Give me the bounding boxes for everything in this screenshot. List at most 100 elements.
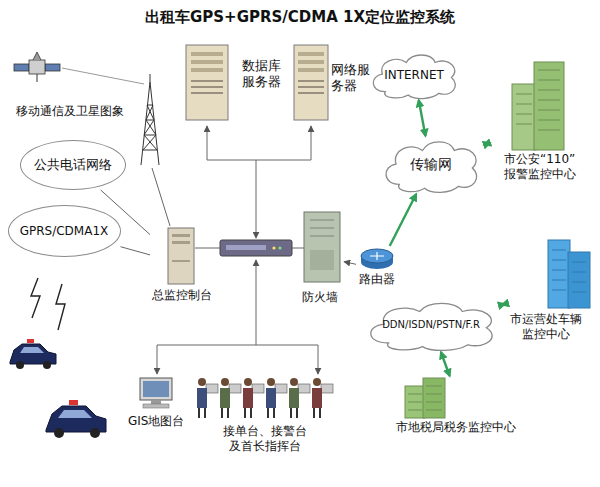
police-car	[16, 361, 24, 369]
network-cloud: 传输网	[378, 136, 484, 194]
illustration-part	[245, 408, 251, 418]
firewall-icon	[310, 236, 334, 237]
radio-signal	[31, 278, 65, 330]
server-icon	[298, 86, 324, 88]
radio-tower	[144, 120, 154, 135]
node-label: 防火墙	[302, 290, 338, 305]
illustration-part	[222, 408, 228, 418]
node-label: INTERNET	[384, 68, 444, 83]
node-label: GIS地图台	[128, 414, 184, 429]
radio-signal	[31, 278, 40, 318]
illustration-part	[252, 384, 264, 393]
operator-node: 接单台、接警台及首长指挥台	[190, 370, 340, 458]
node-label: 总监控制台	[152, 288, 212, 303]
building-icon	[512, 62, 564, 150]
server-icon	[191, 86, 223, 88]
illustration-part	[220, 378, 241, 418]
link-line	[121, 247, 151, 255]
server-node: 数据库服务器	[180, 40, 288, 128]
link-arrow	[441, 352, 450, 376]
illustration-part	[198, 378, 206, 386]
link-arrow	[484, 143, 490, 145]
police-car	[46, 400, 106, 438]
node-label: 接单台、接警台及首长指挥台	[221, 424, 309, 454]
bus-line	[195, 248, 220, 249]
firewall-node: 防火墙	[296, 206, 344, 307]
link-line	[344, 262, 356, 265]
illustration-part	[221, 378, 229, 386]
illustration-part	[243, 378, 264, 418]
monitor-icon	[143, 381, 169, 397]
radio-tower	[147, 105, 153, 106]
server-icon	[191, 92, 223, 94]
radio-tower	[144, 135, 156, 136]
router-icon	[361, 249, 393, 269]
illustration-part	[197, 378, 218, 418]
monitor-icon	[151, 400, 161, 404]
link-arrow	[419, 100, 426, 136]
radio-tower	[147, 105, 154, 120]
police-car	[20, 347, 44, 353]
illustration-part	[266, 388, 276, 408]
node-label: 市运营处车辆监控中心	[509, 312, 583, 342]
illustration-part	[268, 408, 274, 418]
bus-line	[157, 345, 158, 374]
console-icon	[168, 228, 194, 284]
node-label: 数据库服务器	[242, 58, 281, 91]
illustration-part	[206, 384, 218, 393]
illustration-part	[289, 378, 310, 418]
building-icon	[405, 378, 445, 418]
police-car	[90, 428, 100, 438]
router-icon	[361, 249, 393, 263]
building-icon	[568, 252, 590, 308]
monitor-icon	[140, 378, 172, 400]
node-label: 市公安“110”报警监控中心	[500, 152, 579, 182]
police-car	[69, 400, 78, 405]
radio-tower	[146, 120, 156, 135]
cloud-outline	[371, 303, 492, 350]
firewall-icon	[304, 212, 340, 282]
console-icon	[172, 241, 190, 244]
police-car	[58, 410, 92, 418]
radio-tower	[143, 135, 156, 150]
server-icon	[298, 52, 324, 56]
illustration-part	[313, 378, 321, 386]
server-icon	[298, 80, 324, 82]
console-node: 总监控制台	[150, 222, 215, 306]
server-icon	[191, 80, 223, 82]
illustration-part	[244, 378, 252, 386]
console-icon	[172, 260, 190, 262]
switch-icon	[220, 240, 292, 256]
radio-tower	[143, 150, 157, 151]
illustration-part	[197, 388, 207, 408]
server-icon	[298, 60, 324, 64]
building-icon	[534, 62, 564, 150]
node-label: GPRS/CDMA1X	[20, 224, 109, 239]
radio-tower	[144, 135, 157, 150]
illustration-part	[199, 408, 205, 418]
server-icon	[191, 60, 223, 64]
building-icon	[408, 386, 442, 410]
bus-line	[256, 260, 257, 345]
satellite-icon	[14, 64, 29, 71]
server-icon	[186, 45, 228, 120]
bus-line	[292, 248, 304, 249]
satellite-node: 移动通信及卫星图象	[8, 50, 138, 125]
radio-tower	[146, 105, 153, 120]
building-icon	[423, 378, 445, 418]
link-line	[62, 68, 144, 84]
police-car	[10, 344, 56, 364]
monitor-icon	[143, 404, 169, 408]
radio-tower	[150, 74, 151, 82]
illustration-part	[312, 378, 333, 418]
console-icon	[172, 234, 190, 237]
bus-line	[157, 126, 318, 374]
bus-line	[311, 126, 312, 160]
center-node: 市运营处车辆监控中心	[505, 230, 595, 352]
link-line	[152, 168, 170, 226]
server-node: 网络服务器	[291, 40, 377, 128]
building-icon	[552, 250, 586, 292]
network-ellipse: 公共电话网络	[20, 140, 126, 190]
